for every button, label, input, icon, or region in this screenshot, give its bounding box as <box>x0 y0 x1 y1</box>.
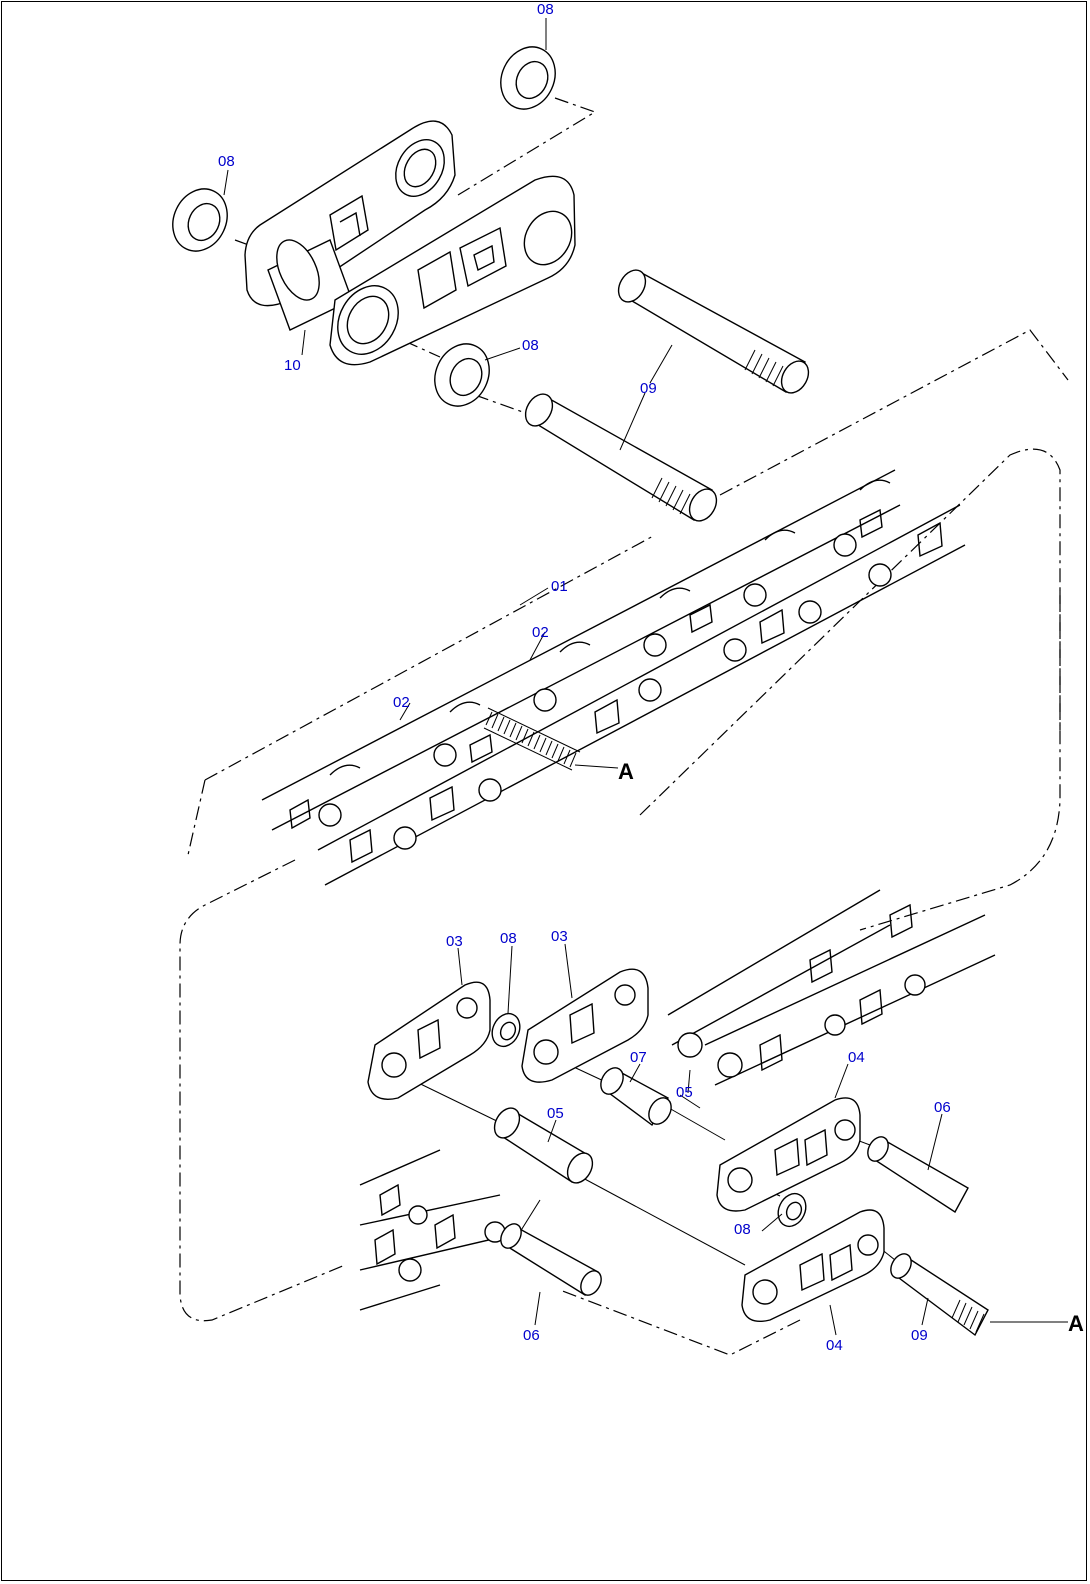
callout-09-upper: 09 <box>640 380 657 397</box>
link-04-lower <box>741 1209 885 1323</box>
callout-06-left: 06 <box>523 1327 540 1344</box>
pin-09-lower <box>524 393 718 522</box>
bushing-05 <box>493 1107 594 1184</box>
link-03-right <box>521 968 649 1083</box>
callout-04-lower: 04 <box>826 1337 843 1354</box>
pin-09-right <box>617 269 810 394</box>
callout-labels: 08 08 08 10 09 01 02 02 A 03 08 03 07 04… <box>218 1 1084 1354</box>
bushing-07 <box>600 1067 672 1127</box>
pin-06-right <box>867 1136 969 1214</box>
seal-08-small <box>491 1012 521 1048</box>
view-label-a-middle: A <box>618 759 634 784</box>
pin-06-left <box>500 1223 602 1296</box>
link-03-left <box>367 981 491 1100</box>
threaded-pin-a <box>483 707 619 771</box>
callout-08-small: 08 <box>500 930 517 947</box>
callout-08-mid: 08 <box>522 337 539 354</box>
callout-08-bottom: 08 <box>734 1221 751 1238</box>
seal-08-mid <box>434 343 490 407</box>
link-04-upper <box>716 1097 861 1212</box>
callout-leaders <box>223 18 943 1336</box>
callout-06-right: 06 <box>934 1099 951 1116</box>
callout-05-left: 05 <box>547 1105 564 1122</box>
chain-segment-right <box>667 889 996 1086</box>
callout-02-left: 02 <box>393 694 410 711</box>
view-label-a-bottom: A <box>1068 1311 1084 1336</box>
callout-01: 01 <box>551 578 568 595</box>
callout-08-top: 08 <box>537 1 554 18</box>
callout-03-left: 03 <box>446 933 463 950</box>
callout-09-lower: 09 <box>911 1327 928 1344</box>
lower-exploded-parts <box>359 889 1068 1337</box>
callout-08-left: 08 <box>218 153 235 170</box>
callout-07: 07 <box>630 1049 647 1066</box>
seal-08-left <box>172 188 228 252</box>
callout-10: 10 <box>284 357 301 374</box>
track-chain-assembly-01 <box>261 469 966 886</box>
callout-05-right: 05 <box>676 1084 693 1101</box>
seal-08-bottom <box>777 1192 807 1228</box>
callout-04-upper: 04 <box>848 1049 865 1066</box>
pin-09-threaded <box>890 1253 1068 1337</box>
seal-08-top <box>500 46 556 110</box>
master-link-assembly <box>172 46 810 522</box>
chain-segment-left <box>359 1149 511 1311</box>
callout-03-right: 03 <box>551 928 568 945</box>
callout-02-right: 02 <box>532 624 549 641</box>
